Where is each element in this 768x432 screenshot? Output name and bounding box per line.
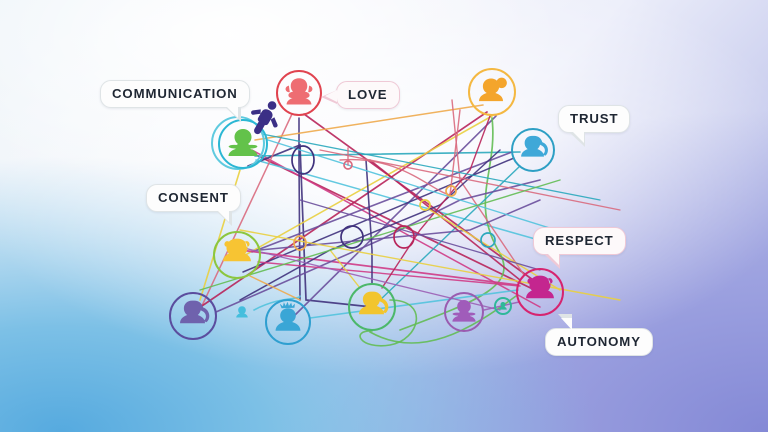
connection-line bbox=[239, 115, 493, 259]
value-label-text: TRUST bbox=[570, 111, 619, 126]
bubble-tail-inner bbox=[216, 210, 229, 222]
connection-line bbox=[309, 289, 519, 319]
loop-marker bbox=[419, 199, 431, 211]
bubble-tail-inner bbox=[561, 318, 572, 330]
person-glyph bbox=[444, 292, 484, 332]
value-label-love[interactable]: LOVE bbox=[321, 81, 400, 109]
icon-ring bbox=[169, 292, 217, 340]
connection-line bbox=[451, 99, 525, 276]
loop-marker bbox=[445, 185, 457, 197]
icon-ring bbox=[218, 119, 268, 169]
bubble-tail-inner bbox=[547, 253, 559, 265]
person-icon-yellow-center[interactable] bbox=[348, 283, 396, 331]
person-icon-blue-male[interactable] bbox=[265, 299, 311, 345]
icon-ring bbox=[468, 68, 516, 116]
person-icon-yellow-consent[interactable] bbox=[213, 231, 261, 279]
person-glyph bbox=[230, 300, 254, 324]
person-icon-orange[interactable] bbox=[468, 68, 516, 116]
person-dot-icon-cyan[interactable] bbox=[230, 300, 254, 324]
connection-line bbox=[379, 165, 521, 301]
loop-marker bbox=[480, 232, 496, 248]
connection-line bbox=[319, 149, 621, 211]
person-glyph bbox=[169, 292, 217, 340]
person-glyph bbox=[239, 89, 292, 142]
value-label-text: RESPECT bbox=[545, 233, 614, 248]
connection-line bbox=[242, 157, 515, 273]
value-label-respect[interactable]: RESPECT bbox=[533, 227, 626, 269]
icon-ring bbox=[516, 268, 564, 316]
person-icon-blue[interactable] bbox=[511, 128, 555, 172]
connection-line bbox=[199, 113, 293, 311]
icon-ring bbox=[213, 231, 261, 279]
connection-line bbox=[329, 249, 361, 289]
connection-line bbox=[259, 199, 541, 251]
connection-line bbox=[239, 149, 501, 301]
value-label-text: CONSENT bbox=[158, 190, 229, 205]
connection-line bbox=[254, 104, 484, 141]
loop-marker bbox=[291, 145, 315, 175]
connection-line bbox=[249, 275, 301, 301]
connection-line bbox=[199, 179, 561, 291]
person-glyph bbox=[516, 268, 564, 316]
value-label-trust[interactable]: TRUST bbox=[558, 105, 631, 147]
connection-line bbox=[215, 179, 541, 313]
icon-ring bbox=[511, 128, 555, 172]
loop-marker bbox=[343, 160, 353, 170]
bubble-tail-inner bbox=[225, 106, 238, 118]
connection-line bbox=[381, 115, 491, 289]
icon-ring bbox=[265, 299, 311, 345]
person-dot-icon-green[interactable] bbox=[494, 297, 512, 315]
loop-marker bbox=[293, 235, 307, 251]
connection-line bbox=[289, 115, 497, 321]
person-glyph bbox=[265, 299, 311, 345]
person-icon-purple[interactable] bbox=[444, 292, 484, 332]
connection-line bbox=[251, 151, 513, 253]
connection-line bbox=[261, 133, 601, 201]
icon-ring bbox=[444, 292, 484, 332]
person-icon-magenta[interactable] bbox=[516, 268, 564, 316]
value-label-communication[interactable]: COMMUNICATION bbox=[100, 80, 250, 122]
value-label-text: AUTONOMY bbox=[557, 334, 641, 349]
person-glyph bbox=[276, 70, 322, 116]
icon-ring bbox=[348, 283, 396, 331]
connection-line bbox=[257, 261, 521, 287]
person-icon-indigo[interactable] bbox=[169, 292, 217, 340]
loop-marker bbox=[340, 225, 364, 249]
value-label-autonomy[interactable]: AUTONOMY bbox=[545, 314, 653, 356]
value-label-consent[interactable]: CONSENT bbox=[146, 184, 241, 226]
connection-line bbox=[359, 299, 418, 347]
value-label-text: LOVE bbox=[348, 87, 388, 102]
bubble-tail-inner bbox=[325, 90, 337, 102]
person-glyph bbox=[494, 297, 512, 315]
connection-line bbox=[299, 199, 541, 271]
connection-line bbox=[254, 151, 521, 157]
value-label-text: COMMUNICATION bbox=[112, 86, 238, 101]
bubble-tail-inner bbox=[572, 131, 584, 143]
person-glyph bbox=[348, 283, 396, 331]
icon-ring bbox=[494, 297, 512, 315]
person-glyph bbox=[511, 128, 555, 172]
loop-marker bbox=[393, 225, 415, 249]
connection-line bbox=[298, 117, 301, 301]
person-standing-icon-purple[interactable] bbox=[249, 99, 283, 135]
person-glyph bbox=[213, 231, 261, 279]
person-icon-red[interactable] bbox=[276, 70, 322, 116]
connection-line bbox=[365, 159, 373, 284]
person-glyph bbox=[468, 68, 516, 116]
connection-line bbox=[239, 249, 519, 286]
person-glyph bbox=[218, 119, 268, 169]
